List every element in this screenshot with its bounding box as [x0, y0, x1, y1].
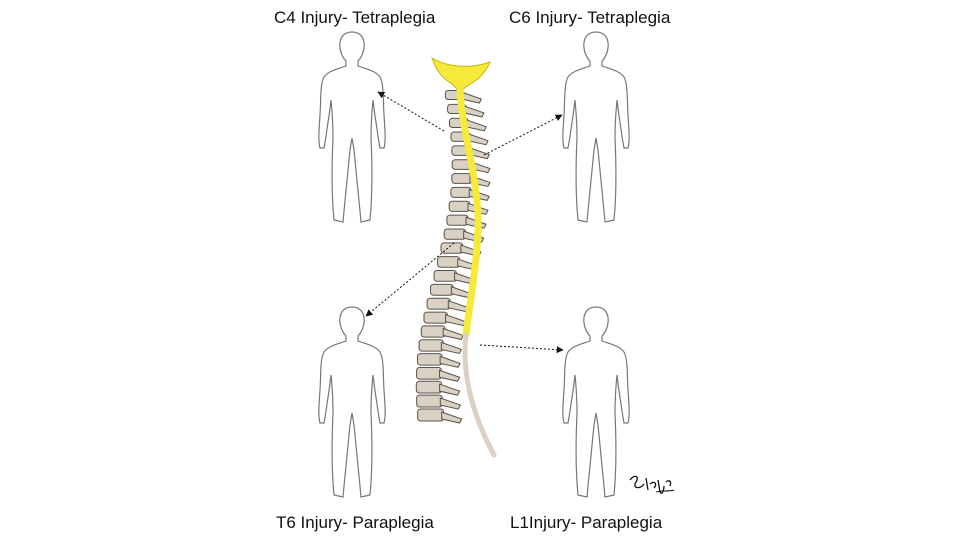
vertebra [430, 284, 453, 295]
figure-t6 [319, 307, 385, 497]
spinous-process [441, 342, 461, 353]
artist-signature [630, 476, 674, 493]
vertebra [447, 215, 468, 225]
spinous-process [466, 120, 486, 131]
vertebra [427, 298, 450, 309]
vertebra [434, 271, 457, 282]
spinous-process [464, 106, 484, 117]
spinous-process [440, 356, 460, 367]
body-outline-c6 [563, 32, 629, 222]
vertebra [421, 326, 445, 337]
vertebra [419, 340, 443, 351]
arrow-c4 [378, 92, 444, 131]
vertebra [444, 229, 465, 239]
caption-c6: C6 Injury- Tetraplegia [509, 8, 670, 28]
vertebra [416, 381, 441, 393]
vertebra [438, 257, 460, 268]
figure-c6 [563, 32, 629, 222]
vertebra [451, 187, 471, 197]
vertebra [452, 174, 472, 184]
vertebra [449, 201, 470, 211]
arrow-c6 [484, 115, 562, 155]
spinous-process [448, 301, 468, 312]
body-outline-c4 [319, 32, 385, 222]
brain-base [432, 58, 490, 90]
caption-l1: L1Injury- Paraplegia [510, 513, 662, 533]
body-outline-l1 [563, 307, 629, 497]
vertebra [418, 409, 444, 421]
vertebra [424, 312, 448, 323]
figure-l1 [563, 307, 629, 497]
spinous-process [440, 398, 460, 409]
arrow-l1 [480, 345, 563, 350]
vertebra [417, 395, 443, 407]
spinous-process [442, 412, 462, 423]
caption-c4: C4 Injury- Tetraplegia [274, 8, 435, 28]
spinous-process [446, 315, 466, 326]
spine-illustration [416, 58, 494, 455]
caption-t6: T6 Injury- Paraplegia [276, 513, 434, 533]
spinous-process [443, 329, 463, 340]
spinous-process [440, 384, 460, 395]
vertebra [417, 367, 442, 379]
spinous-process [440, 370, 460, 381]
body-outline-t6 [319, 307, 385, 497]
vertebra [418, 354, 443, 365]
cauda-equina [465, 335, 494, 455]
figure-c4 [319, 32, 385, 222]
